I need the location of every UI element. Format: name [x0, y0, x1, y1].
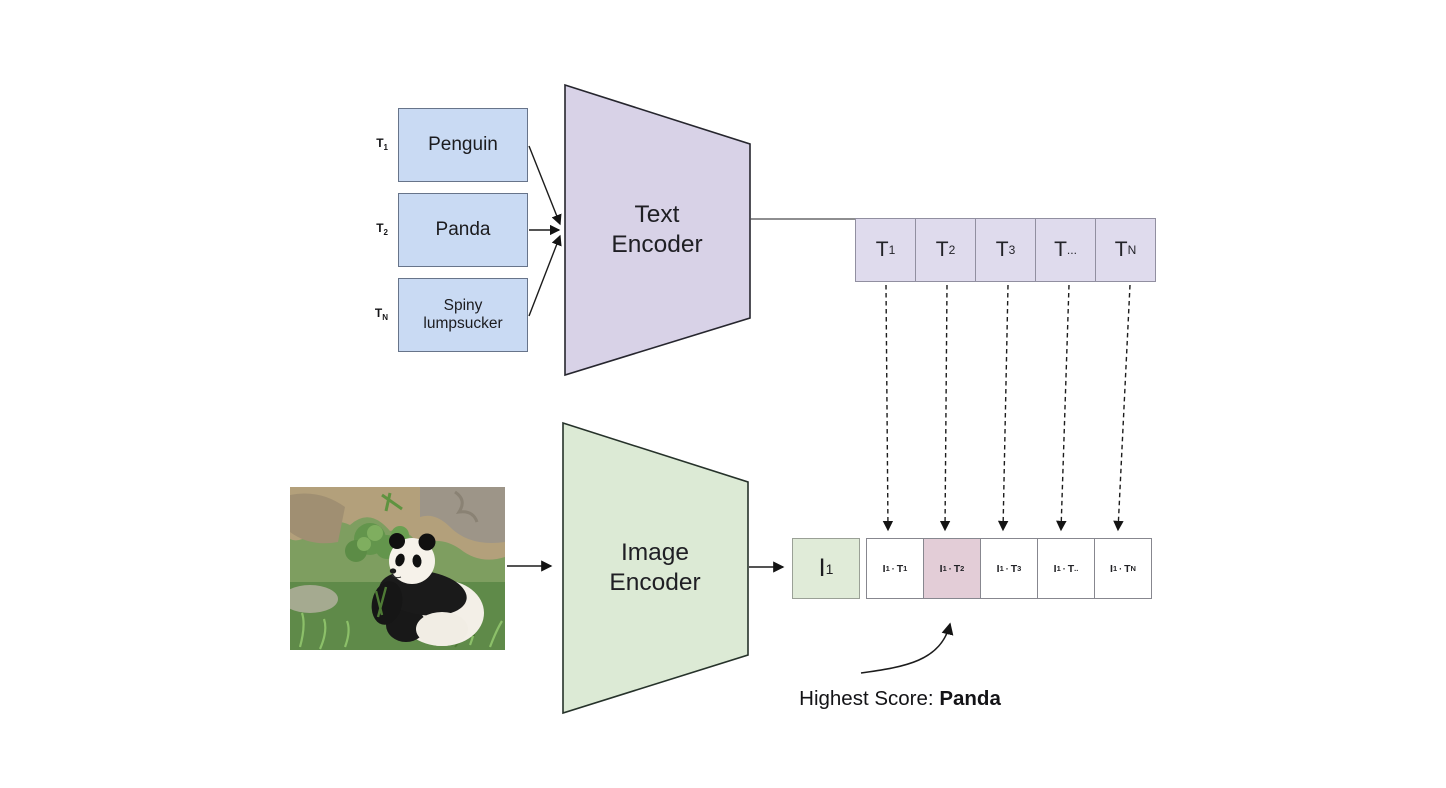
arrow-prompt1-to-text-encoder [528, 145, 562, 226]
prompt-box-panda: Panda [398, 193, 528, 267]
prompt-box-spiny-lumpsucker: Spiny lumpsucker [398, 278, 528, 352]
prompt-tag-tn: TN [374, 306, 388, 322]
prompt-label: Penguin [428, 134, 498, 156]
highest-score-prefix: Highest Score: [799, 687, 934, 710]
curved-arrow-highest-score [860, 622, 954, 674]
highest-score-value: Panda [939, 687, 1001, 710]
dashed-arrow-t2 [939, 284, 951, 532]
dot-operator: · [891, 563, 895, 574]
dot-operator: · [1119, 563, 1123, 574]
prompt-tag-t1: T1 [376, 136, 388, 152]
prompt-box-penguin: Penguin [398, 108, 528, 182]
dashed-arrow-t3 [997, 284, 1009, 532]
dashed-arrow-tn [1113, 284, 1131, 532]
prompt-tag-t2: T2 [376, 221, 388, 237]
dashed-arrow-t-dots [1056, 284, 1070, 532]
text-embedding-t-dots: T... [1035, 218, 1096, 282]
prompt-label: Panda [435, 219, 491, 241]
dot-operator: · [1062, 563, 1066, 574]
image-encoder-label: Image Encoder [609, 539, 701, 596]
dot-operator: · [1005, 563, 1009, 574]
arrow-prompt3-to-text-encoder [528, 234, 562, 317]
panda-photo [290, 487, 505, 650]
dashed-arrow-t1 [882, 284, 894, 532]
highest-score-caption: Highest Score:Panda [750, 687, 1050, 711]
text-encoder-label: Text Encoder [611, 201, 703, 258]
prompt-label: Spiny lumpsucker [423, 297, 503, 332]
dot-operator: · [948, 563, 952, 574]
